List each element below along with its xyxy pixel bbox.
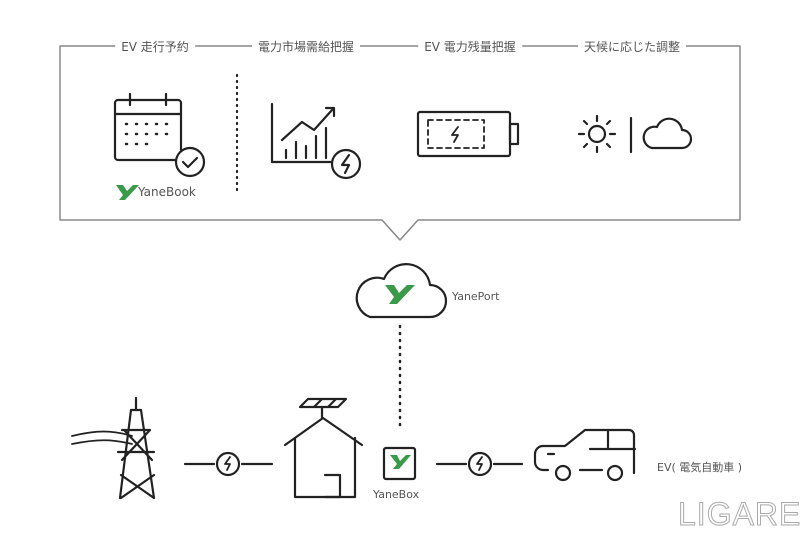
yanebook-label: YaneBook: [138, 185, 196, 199]
calendar-check-icon: [113, 92, 206, 178]
power-tower-icon: [71, 396, 156, 500]
header-label-weather: 天候に応じた調整: [577, 38, 687, 55]
header-label-battery: EV 電力残量把握: [418, 38, 522, 55]
yanebook-logo-icon: [116, 185, 139, 200]
car-icon: [533, 428, 637, 482]
yaneport-cloud-icon: [355, 263, 448, 319]
ev-connection: [435, 451, 524, 477]
yanebox-icon: [382, 446, 417, 481]
battery-icon: [416, 110, 520, 158]
grid-connection: [183, 451, 274, 477]
yaneport-label: YanePort: [452, 290, 500, 303]
sun-icon: [577, 114, 617, 154]
ligare-watermark: LIGARE: [677, 496, 800, 533]
header-label-market: 電力市場需給把握: [251, 38, 361, 55]
callout-frame: [59, 45, 741, 241]
yanebox-label: YaneBox: [373, 488, 420, 501]
ev-label: EV( 電気自動車 ): [657, 461, 743, 474]
cloud-icon: [642, 117, 693, 150]
market-chart-icon: [270, 102, 362, 180]
house-solar-icon: [283, 397, 364, 499]
header-label-ev-reservation: EV 走行予約: [115, 38, 195, 55]
